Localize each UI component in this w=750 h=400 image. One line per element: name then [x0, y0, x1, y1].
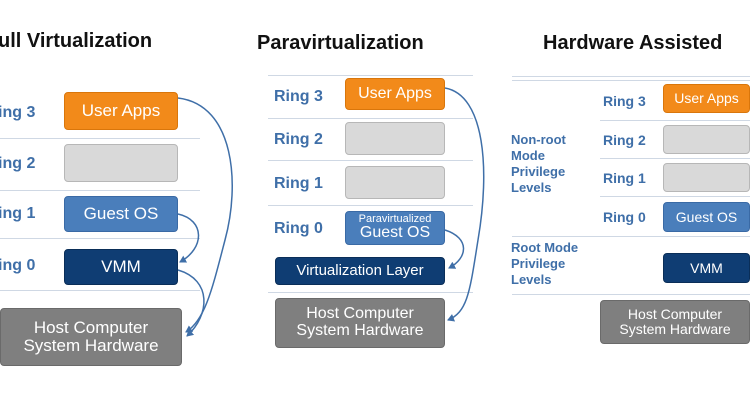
ring-3-label: Ring 3	[274, 88, 323, 105]
empty-ring-box	[345, 166, 445, 199]
ring-divider	[0, 138, 200, 139]
user-apps-box: User Apps	[64, 92, 178, 130]
ring-divider	[600, 158, 750, 159]
paravirtualization-title: Paravirtualization	[257, 32, 424, 54]
user-apps-to-hardware-arrow	[177, 97, 233, 333]
ring-0-label: Ring 0	[274, 220, 323, 237]
guest-os-box: Guest OS	[64, 196, 178, 232]
ring-divider	[512, 76, 750, 77]
ring-0-label: Ring 0	[603, 209, 646, 225]
hardware-assisted-title: Hardware Assisted	[543, 32, 723, 54]
ring-divider	[0, 290, 200, 291]
ring-2-label: Ring 2	[603, 132, 646, 148]
virtualization-layer-box: Virtualization Layer	[275, 257, 445, 285]
ring-divider	[0, 238, 200, 239]
paravirtualized-guest-os-box: Paravirtualized Guest OS	[345, 211, 445, 245]
guest-os-to-virtualization-layer-arrow	[444, 229, 465, 269]
host-hardware-box: Host Computer System Hardware	[600, 300, 750, 344]
ring-divider	[268, 292, 473, 293]
host-hardware-line: System Hardware	[296, 322, 424, 339]
empty-ring-box	[663, 163, 750, 192]
vmm-to-hardware-arrow	[177, 269, 205, 337]
user-apps-box: User Apps	[663, 84, 750, 113]
host-hardware-line: Host Computer	[33, 318, 149, 338]
root-mode-label: Root Mode Privilege Levels	[511, 240, 579, 287]
user-apps-to-hardware-arrow	[444, 87, 485, 322]
non-root-mode-label: Non-root Mode Privilege Levels	[511, 132, 566, 195]
ring-divider	[600, 120, 750, 121]
full-virtualization-title: ull Virtualization	[0, 30, 153, 52]
ring-2-label: Ring 2	[274, 131, 323, 148]
ring-divider	[268, 205, 473, 206]
paravirtualized-label: Paravirtualized	[358, 212, 432, 225]
host-hardware-line: Host Computer	[306, 305, 414, 323]
guest-os-box: Guest OS	[663, 202, 750, 232]
ring-1-label: Ring 1	[274, 175, 323, 192]
user-apps-box: User Apps	[345, 78, 445, 110]
ring-1-label: ing 1	[0, 205, 36, 222]
ring-divider	[512, 236, 750, 237]
ring-divider	[512, 294, 750, 295]
host-hardware-line: System Hardware	[23, 336, 159, 355]
ring-divider	[268, 75, 473, 76]
ring-divider	[268, 118, 473, 119]
guest-os-to-vmm-arrow	[177, 213, 200, 263]
host-hardware-line: Host Computer	[627, 306, 723, 323]
host-hardware-line: System Hardware	[619, 321, 731, 337]
empty-ring-box	[64, 144, 178, 182]
ring-2-label: ing 2	[0, 155, 36, 172]
empty-ring-box	[663, 125, 750, 154]
host-hardware-box: Host Computer System Hardware	[0, 308, 182, 366]
ring-0-label: ing 0	[0, 257, 36, 274]
vmm-box: VMM	[663, 253, 750, 283]
ring-3-label: Ring 3	[603, 93, 646, 109]
ring-divider	[0, 190, 200, 191]
ring-3-label: ing 3	[0, 104, 36, 121]
ring-1-label: Ring 1	[603, 170, 646, 186]
ring-divider	[268, 160, 473, 161]
vmm-box: VMM	[64, 249, 178, 285]
ring-divider	[512, 80, 750, 81]
empty-ring-box	[345, 122, 445, 155]
ring-divider	[600, 196, 750, 197]
host-hardware-box: Host Computer System Hardware	[275, 298, 445, 348]
guest-os-label: Guest OS	[359, 224, 431, 242]
